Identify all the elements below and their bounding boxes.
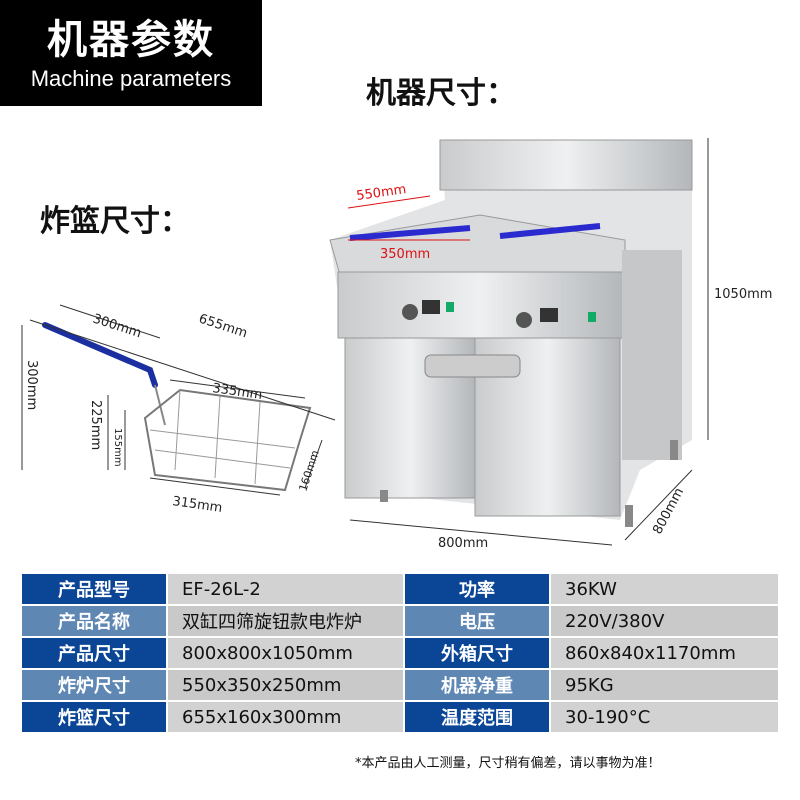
spec-label: 炸篮尺寸 [22, 702, 166, 732]
machine-size-title: 机器尺寸： [366, 76, 516, 111]
basket-image [42, 322, 312, 492]
spec-value: 655x160x300mm [168, 702, 403, 732]
dim-depth: 800mm [650, 486, 687, 537]
table-row: 炸炉尺寸 550x350x250mm 机器净重 95KG [22, 670, 778, 700]
dimension-lines [21, 138, 709, 546]
spec-value: EF-26L-2 [168, 574, 403, 604]
spec-label: 产品型号 [22, 574, 166, 604]
header-subtitle: Machine parameters [30, 66, 232, 91]
spec-value: 860x840x1170mm [551, 638, 778, 668]
spec-label: 电压 [405, 606, 549, 636]
spec-table: 产品型号 EF-26L-2 功率 36KW 产品名称 双缸四筛旋钮款电炸炉 电压… [22, 574, 778, 734]
spec-label: 炸炉尺寸 [22, 670, 166, 700]
dim-tank-width: 350mm [380, 247, 430, 262]
spec-value: 220V/380V [551, 606, 778, 636]
dim-tank-length: 550mm [355, 182, 407, 204]
table-row: 产品型号 EF-26L-2 功率 36KW [22, 574, 778, 604]
spec-label: 产品尺寸 [22, 638, 166, 668]
spec-value: 双缸四筛旋钮款电炸炉 [168, 606, 403, 636]
basket-depth: 160mm [296, 449, 321, 493]
spec-value: 95KG [551, 670, 778, 700]
table-row: 产品尺寸 800x800x1050mm 外箱尺寸 860x840x1170mm [22, 638, 778, 668]
basket-height: 300mm [24, 360, 39, 410]
header-title: 机器参数 [47, 17, 215, 63]
spec-value: 30-190°C [551, 702, 778, 732]
spec-label: 外箱尺寸 [405, 638, 549, 668]
basket-top-length: 335mm [211, 381, 263, 403]
spec-value: 550x350x250mm [168, 670, 403, 700]
spec-label: 功率 [405, 574, 549, 604]
basket-mesh-height: 155mm [112, 428, 123, 467]
product-illustration: 550mm 350mm 1050mm 800mm 800mm 655mm 300… [21, 138, 772, 551]
spec-value: 800x800x1050mm [168, 638, 403, 668]
dim-width: 800mm [438, 536, 488, 551]
fryer-image [329, 139, 693, 527]
disclaimer-note: *本产品由人工测量，尺寸稍有偏差，请以事物为准！ [355, 756, 661, 771]
spec-value: 36KW [551, 574, 778, 604]
table-row: 炸篮尺寸 655x160x300mm 温度范围 30-190°C [22, 702, 778, 732]
basket-bottom-length: 315mm [171, 494, 223, 516]
basket-handle: 300mm [91, 312, 143, 342]
spec-label: 产品名称 [22, 606, 166, 636]
basket-size-title: 炸篮尺寸： [40, 204, 190, 239]
basket-inner-height: 225mm [88, 400, 103, 450]
spec-label: 机器净重 [405, 670, 549, 700]
table-row: 产品名称 双缸四筛旋钮款电炸炉 电压 220V/380V [22, 606, 778, 636]
section-header: 机器参数 Machine parameters [0, 0, 262, 106]
spec-label: 温度范围 [405, 702, 549, 732]
basket-total-length: 655mm [197, 312, 249, 342]
dim-height: 1050mm [714, 287, 772, 302]
